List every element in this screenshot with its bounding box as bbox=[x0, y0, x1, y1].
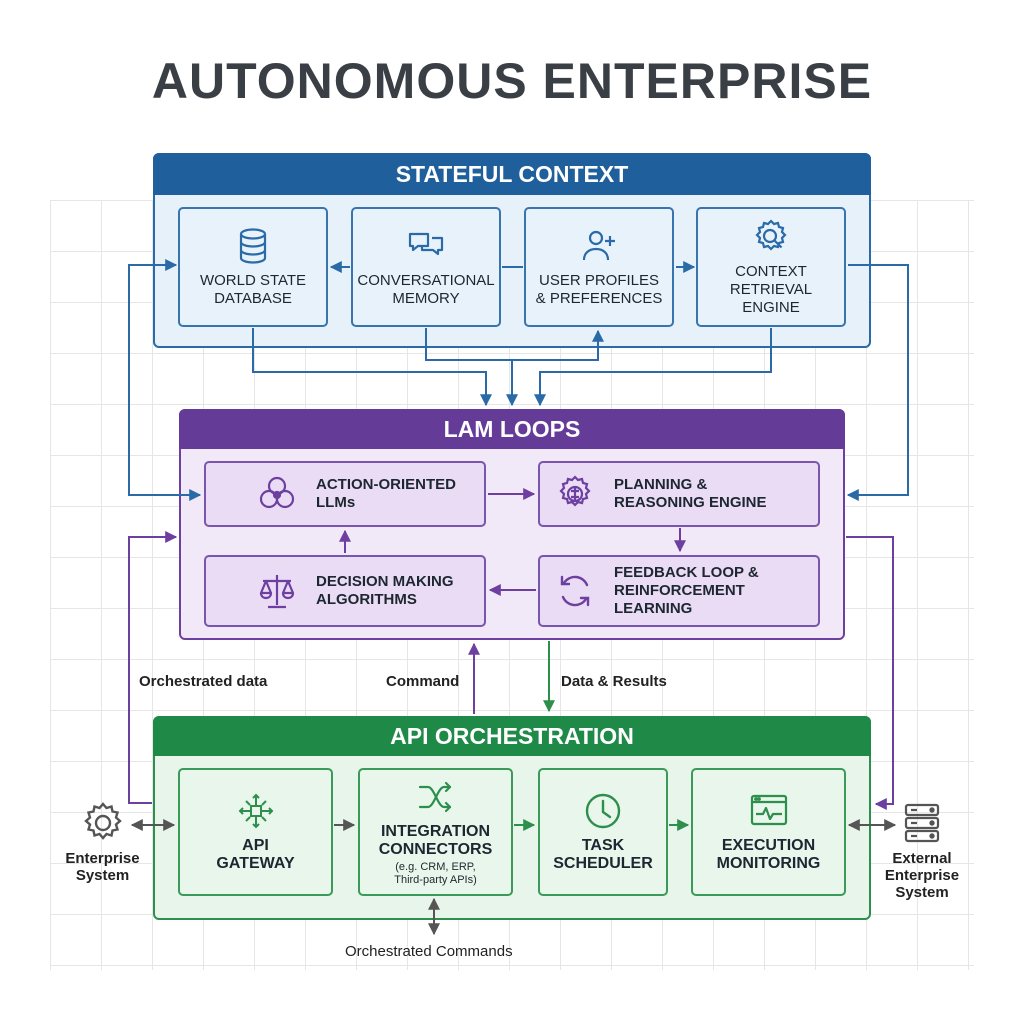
box-label-line: WORLD STATE bbox=[199, 272, 307, 289]
api-orchestration-header: API ORCHESTRATION bbox=[153, 716, 871, 756]
box-label-line: RETRIEVAL bbox=[729, 281, 813, 298]
network-hub-icon bbox=[238, 793, 273, 829]
user-profiles-box[interactable]: USER PROFILES & PREFERENCES bbox=[524, 207, 674, 327]
chat-bubbles-icon bbox=[408, 232, 444, 256]
box-label-line: USER PROFILES bbox=[538, 272, 660, 289]
box-label-line: & PREFERENCES bbox=[535, 290, 663, 307]
box-label-line: MONITORING bbox=[716, 855, 821, 872]
box-label-line: FEEDBACK LOOP & bbox=[614, 564, 759, 581]
lam-loops-header: LAM LOOPS bbox=[179, 409, 845, 449]
ext-label-line: System bbox=[895, 884, 949, 901]
shuffle-icon bbox=[418, 781, 451, 813]
integration-connectors-box[interactable]: INTEGRATION CONNECTORS (e.g. CRM, ERP, T… bbox=[358, 768, 513, 896]
gear-search-icon bbox=[755, 219, 787, 251]
cycle-arrows-icon bbox=[560, 575, 590, 607]
box-label-line: INTEGRATION bbox=[380, 823, 491, 840]
edge-label-data-results: Data & Results bbox=[561, 673, 667, 690]
conversational-memory-box[interactable]: CONVERSATIONAL MEMORY bbox=[351, 207, 501, 327]
edge-label-orchestrated-data: Orchestrated data bbox=[139, 673, 268, 690]
action-oriented-llms-box[interactable]: ACTION-ORIENTED LLMs bbox=[204, 461, 486, 527]
stateful-context-header: STATEFUL CONTEXT bbox=[153, 153, 871, 195]
box-label-line: EXECUTION bbox=[721, 837, 816, 854]
ext-label-line: System bbox=[75, 867, 130, 884]
box-label-line: ALGORITHMS bbox=[316, 591, 417, 608]
box-label: PLANNING & REASONING ENGINE bbox=[614, 476, 767, 512]
ext-label-line: External bbox=[892, 850, 952, 867]
box-label-line: SCHEDULER bbox=[553, 855, 653, 872]
external-enterprise-system[interactable]: External Enterprise System bbox=[872, 800, 972, 901]
gear-icon bbox=[83, 802, 122, 840]
database-icon bbox=[239, 228, 267, 264]
box-label-line: DATABASE bbox=[214, 290, 292, 307]
gear-brain-icon bbox=[559, 475, 591, 507]
ext-label-line: Enterprise bbox=[65, 850, 140, 867]
box-label-line: CONTEXT bbox=[735, 263, 807, 280]
box-label-line: LLMs bbox=[316, 494, 356, 511]
user-add-icon bbox=[582, 230, 615, 261]
box-label-line: ENGINE bbox=[742, 299, 800, 316]
box-label: DECISION MAKING ALGORITHMS bbox=[316, 573, 454, 609]
task-scheduler-box[interactable]: TASK SCHEDULER bbox=[538, 768, 668, 896]
execution-monitoring-box[interactable]: EXECUTION MONITORING bbox=[691, 768, 846, 896]
ext-label-line: Enterprise bbox=[884, 867, 960, 884]
context-retrieval-engine-box[interactable]: CONTEXT RETRIEVAL ENGINE bbox=[696, 207, 846, 327]
box-label-line: CONVERSATIONAL bbox=[357, 272, 495, 289]
decision-making-algorithms-box[interactable]: DECISION MAKING ALGORITHMS bbox=[204, 555, 486, 627]
planning-reasoning-engine-box[interactable]: PLANNING & REASONING ENGINE bbox=[538, 461, 820, 527]
box-label-line: PLANNING & bbox=[614, 476, 708, 493]
knot-icon bbox=[259, 476, 295, 509]
box-label-line: API bbox=[242, 837, 269, 854]
box-label-line: REINFORCEMENT bbox=[614, 582, 745, 599]
box-label-line: LEARNING bbox=[614, 600, 693, 617]
box-label-line: GATEWAY bbox=[216, 855, 295, 872]
page-title: AUTONOMOUS ENTERPRISE bbox=[151, 53, 873, 109]
box-label-line: REASONING ENGINE bbox=[614, 494, 767, 511]
box-sublabel-line: (e.g. CRM, ERP, bbox=[395, 861, 476, 873]
world-state-database-box[interactable]: WORLD STATE DATABASE bbox=[178, 207, 328, 327]
enterprise-system[interactable]: Enterprise System bbox=[55, 800, 150, 884]
box-label-line: TASK bbox=[581, 837, 625, 854]
box-label: FEEDBACK LOOP & REINFORCEMENT LEARNING bbox=[614, 564, 759, 618]
monitor-pulse-icon bbox=[750, 794, 787, 826]
box-sublabel-line: Third-party APIs) bbox=[394, 874, 477, 886]
api-gateway-box[interactable]: API GATEWAY bbox=[178, 768, 333, 896]
clock-icon bbox=[585, 793, 621, 829]
box-label: ACTION-ORIENTED LLMs bbox=[316, 476, 456, 512]
edge-label-command: Command bbox=[386, 673, 460, 690]
server-icon bbox=[904, 803, 940, 843]
box-label-line: DECISION MAKING bbox=[316, 573, 454, 590]
feedback-loop-box[interactable]: FEEDBACK LOOP & REINFORCEMENT LEARNING bbox=[538, 555, 820, 627]
edge-label-orchestrated-commands: Orchestrated Commands bbox=[345, 943, 513, 960]
box-label-line: ACTION-ORIENTED bbox=[316, 476, 456, 493]
scales-icon bbox=[259, 575, 295, 609]
box-label-line: CONNECTORS bbox=[378, 841, 493, 858]
box-label-line: MEMORY bbox=[392, 290, 460, 307]
